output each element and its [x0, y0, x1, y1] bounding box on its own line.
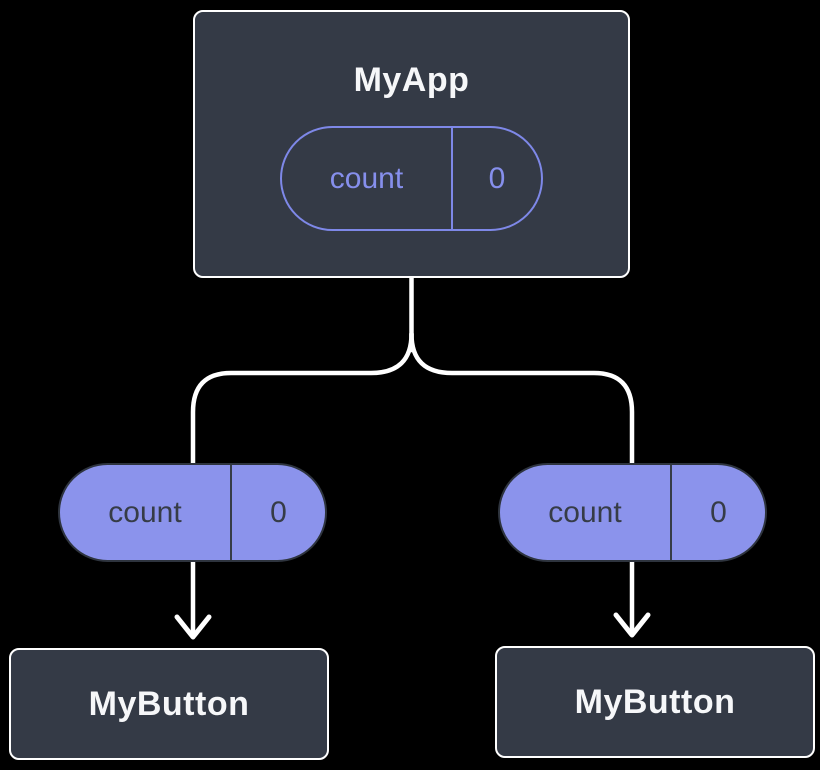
branch-right-line	[409, 331, 635, 635]
prop-pill-right-name: count	[500, 465, 672, 560]
prop-pill-left-value: 0	[270, 495, 287, 529]
state-pill: count 0	[280, 126, 543, 231]
prop-pill-right-value: 0	[710, 495, 727, 529]
state-pill-value: 0	[488, 161, 506, 195]
state-pill-name: count	[282, 128, 453, 229]
node-mybutton-right: MyButton	[495, 646, 815, 758]
prop-pill-left-name: count	[60, 465, 232, 560]
node-mybutton-left-title: MyButton	[88, 685, 250, 723]
node-myapp: MyApp count 0	[193, 10, 630, 278]
node-mybutton-left: MyButton	[9, 648, 329, 760]
arrow-down-icon-right	[613, 612, 651, 638]
branch-left-line	[190, 331, 414, 637]
prop-pill-left: count 0	[58, 463, 327, 562]
node-mybutton-right-title: MyButton	[574, 683, 736, 721]
prop-pill-right: count 0	[498, 463, 767, 562]
node-myapp-title: MyApp	[353, 61, 470, 99]
arrow-down-icon-left	[174, 614, 212, 640]
